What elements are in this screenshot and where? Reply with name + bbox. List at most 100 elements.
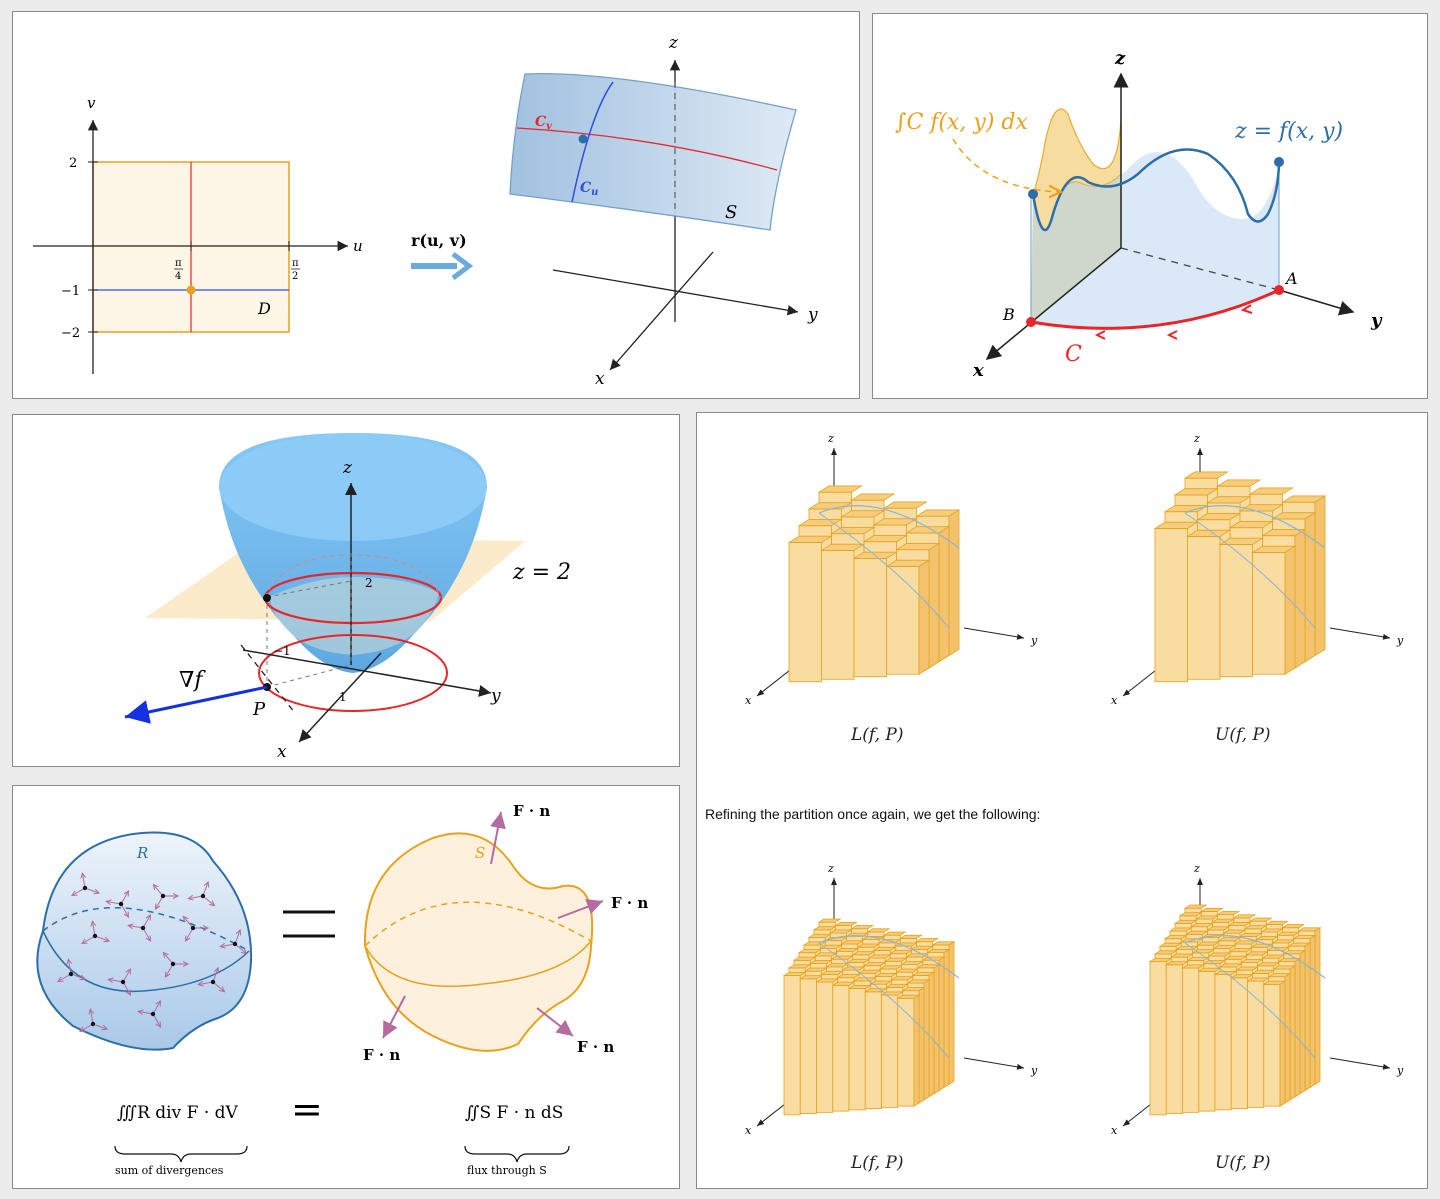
tick-pi-over-4-num: π bbox=[175, 258, 182, 269]
curve-cv bbox=[516, 127, 778, 171]
bar-top bbox=[873, 973, 898, 977]
bar-top bbox=[1183, 904, 1208, 909]
refine-text: Refining the partition once again, we ge… bbox=[705, 806, 1041, 822]
divergence-vector bbox=[72, 887, 86, 896]
tick-pi-over-2-den: 2 bbox=[292, 271, 298, 282]
bar-side bbox=[1309, 934, 1316, 1089]
source-point bbox=[170, 961, 176, 967]
bar-side bbox=[918, 559, 930, 675]
bar-front bbox=[1252, 552, 1286, 675]
divergence-vector bbox=[120, 903, 129, 917]
bar-top bbox=[883, 957, 908, 962]
point-b-label: B bbox=[1002, 305, 1015, 324]
bar-top bbox=[1254, 936, 1279, 941]
gradient-label: ∇f bbox=[179, 668, 206, 693]
bar-front bbox=[881, 994, 899, 1108]
bar-front bbox=[1149, 961, 1167, 1116]
divergence-vector bbox=[70, 973, 85, 979]
bar-top bbox=[782, 972, 807, 976]
divergence-vector bbox=[94, 935, 109, 941]
bar-top bbox=[1244, 951, 1269, 956]
bar-top bbox=[885, 983, 910, 988]
bar-top bbox=[815, 978, 840, 983]
bar-top bbox=[1199, 907, 1224, 912]
bar-top bbox=[890, 976, 915, 981]
source-point bbox=[140, 925, 146, 931]
bar-top bbox=[1216, 911, 1241, 916]
bar-top bbox=[862, 962, 887, 967]
surface-s bbox=[363, 832, 594, 1052]
x-axis-label: x bbox=[972, 360, 984, 381]
divergence-vector bbox=[142, 915, 151, 929]
y-axis-label: y bbox=[807, 305, 818, 325]
curve-cu bbox=[571, 81, 614, 203]
tick-2: 2 bbox=[365, 576, 373, 590]
surface-outline bbox=[818, 942, 950, 1059]
bar-top bbox=[817, 485, 863, 493]
divergence-vector bbox=[120, 891, 129, 905]
bar-top bbox=[910, 945, 935, 950]
surface-outline bbox=[1184, 512, 1316, 629]
divergence-vector bbox=[153, 885, 164, 897]
bar-front bbox=[1187, 536, 1221, 680]
bar-top bbox=[803, 967, 828, 972]
bar-top bbox=[840, 940, 865, 945]
bar-top bbox=[828, 929, 853, 934]
region-r-label: R bbox=[136, 844, 148, 862]
bar-front bbox=[783, 975, 801, 1116]
bar-top bbox=[1243, 925, 1268, 930]
bar-side bbox=[1284, 972, 1291, 1104]
divergence-vector bbox=[183, 917, 194, 929]
bar-top bbox=[808, 960, 833, 964]
bar-front bbox=[848, 988, 866, 1111]
rhs-formula: ∬S F · n dS bbox=[465, 1103, 563, 1123]
bar-front bbox=[1263, 983, 1281, 1107]
x-axis-label: x bbox=[745, 1124, 752, 1137]
tick-minus-2: −2 bbox=[61, 326, 80, 341]
divergence-vector bbox=[198, 982, 214, 985]
divergence-vector bbox=[82, 873, 85, 889]
divergence-vector bbox=[108, 979, 124, 982]
bar-top bbox=[867, 954, 892, 959]
bar-top bbox=[1158, 942, 1183, 947]
x-axis-label: x bbox=[1111, 1124, 1118, 1137]
bar-top bbox=[1174, 946, 1199, 950]
source-point bbox=[120, 979, 126, 985]
bar-front bbox=[1247, 980, 1265, 1108]
bar-side bbox=[1314, 927, 1321, 1085]
bar-top bbox=[1232, 914, 1257, 919]
bar-side bbox=[1294, 957, 1301, 1098]
bar-top bbox=[1229, 974, 1254, 979]
curve-c-label: C bbox=[1065, 342, 1082, 367]
param-surface-panel: v u 2 −1 −2 π 4 π 2 D r(u, v) z y x Cv C… bbox=[12, 11, 860, 399]
source-point bbox=[82, 885, 88, 891]
y-axis-label: y bbox=[1030, 634, 1038, 647]
bar-side bbox=[933, 963, 940, 1095]
x-axis-label: x bbox=[277, 742, 287, 762]
lhs-formula: ∭R div F · dV bbox=[117, 1103, 239, 1123]
bar-top bbox=[840, 510, 886, 518]
flux-label-right: F · n bbox=[611, 894, 648, 912]
gradient-arrow bbox=[124, 685, 268, 724]
bar-front bbox=[799, 978, 817, 1115]
flux-label-bottom: F · n bbox=[577, 1038, 614, 1056]
bar-top bbox=[1227, 922, 1252, 926]
bar-side bbox=[948, 509, 960, 657]
bar-top bbox=[878, 965, 903, 970]
bar-side bbox=[938, 956, 945, 1092]
bar-top bbox=[847, 985, 872, 989]
bar-top bbox=[787, 535, 833, 543]
y-axis-label: y bbox=[1030, 1064, 1038, 1077]
z-axis-label: z bbox=[827, 432, 834, 445]
bar-top bbox=[1194, 915, 1219, 920]
bar-top bbox=[1281, 924, 1306, 929]
bar-side bbox=[938, 525, 950, 663]
bar-top bbox=[798, 975, 823, 980]
bar-side bbox=[1314, 495, 1326, 657]
bar-top bbox=[1259, 928, 1284, 933]
bar-top bbox=[1261, 954, 1286, 959]
bar-side bbox=[928, 971, 935, 1098]
x-axis-label: x bbox=[745, 694, 752, 707]
bar-top bbox=[1186, 956, 1211, 961]
